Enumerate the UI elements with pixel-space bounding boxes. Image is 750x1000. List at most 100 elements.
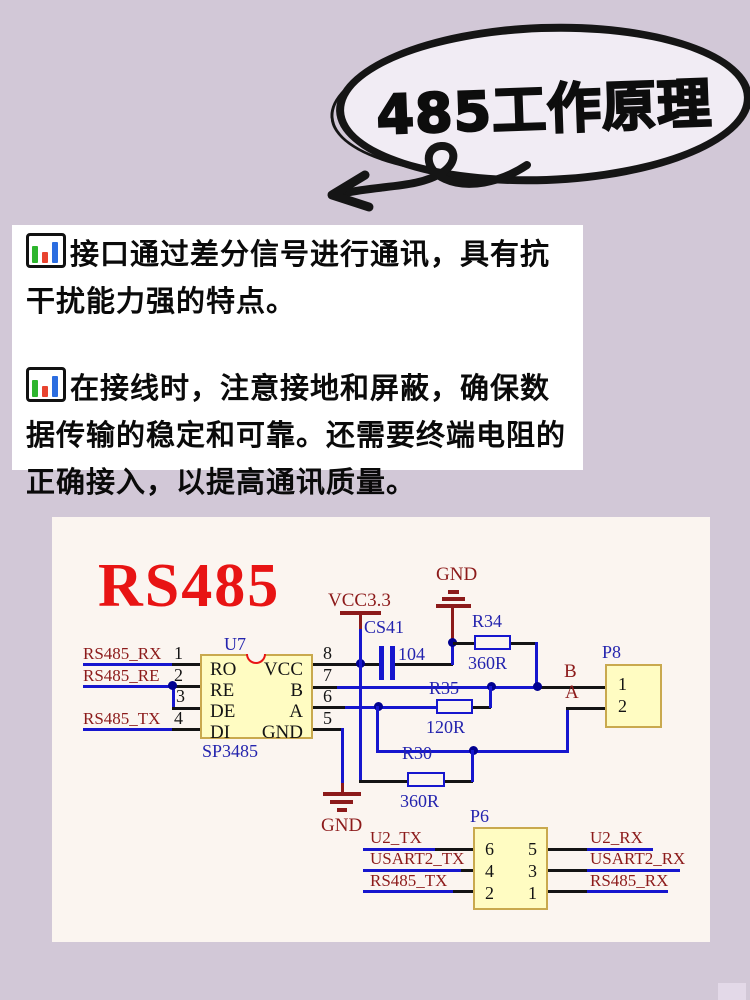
wire-segment	[83, 728, 172, 731]
net-label-usart2-tx: USART2_TX	[370, 849, 465, 868]
capacitor-plate	[390, 646, 395, 680]
notes-panel: 接口通过差分信号进行通讯，具有抗干扰能力强的特点。 在接线时，注意接地和屏蔽，确…	[12, 225, 583, 499]
resistor-value: 360R	[400, 791, 440, 811]
bar-chart-icon	[26, 367, 66, 402]
wire-segment	[313, 663, 381, 666]
chip-body: RO RE DE DI VCC B A GND	[200, 654, 313, 743]
connector-pin-number: 5	[528, 839, 537, 859]
connector-ref: P6	[470, 806, 490, 826]
wire-segment	[461, 869, 473, 872]
vcc-power-bar-icon	[340, 611, 381, 615]
net-label-rs485-tx-p6: RS485_TX	[370, 871, 448, 890]
arrow-icon	[327, 142, 531, 212]
wire-segment	[337, 686, 537, 689]
ground-symbol-icon	[442, 597, 465, 601]
net-label-rs485-re: RS485_RE	[83, 666, 160, 685]
net-label-rs485-rx: RS485_RX	[83, 644, 162, 663]
vcc-net-label: VCC3.3	[328, 590, 391, 611]
wire-segment	[341, 728, 344, 785]
wire-segment	[566, 707, 605, 710]
schematic-title: RS485	[98, 552, 281, 620]
wire-segment	[473, 706, 491, 709]
wire-segment	[548, 890, 587, 893]
wire-segment	[453, 890, 473, 893]
wire-segment	[172, 707, 200, 710]
capacitor-plate	[379, 646, 384, 680]
wire-segment	[172, 685, 175, 709]
wire-segment	[376, 706, 379, 752]
wire-segment	[566, 707, 569, 752]
wire-segment	[445, 780, 473, 783]
junction-dot	[168, 681, 177, 690]
watermark-remnant	[718, 983, 746, 1000]
chip-pin-number: 6	[323, 686, 332, 706]
connector-ref: P8	[602, 642, 622, 662]
chip-pin-number: 2	[174, 665, 183, 685]
resistor-ref: R30	[402, 743, 433, 763]
chip-pin-number: 8	[323, 643, 332, 663]
chip-pin-number: 3	[176, 686, 185, 706]
chip-pin-name: VCC	[263, 659, 303, 680]
chip-pin-name: RO	[210, 659, 237, 680]
note-text: 在接线时，注意接地和屏蔽，确保数据传输的稳定和可靠。还需要终端电阻的正确接入，以…	[26, 371, 567, 499]
resistor-body	[407, 772, 445, 787]
resistor-value: 120R	[426, 717, 466, 737]
ground-symbol-icon	[330, 800, 353, 804]
note-paragraph: 接口通过差分信号进行通讯，具有抗干扰能力强的特点。	[26, 231, 573, 325]
chip-pin-number: 1	[174, 643, 183, 663]
wire-segment	[548, 848, 587, 851]
chip-pin-name: DI	[210, 722, 231, 743]
wire-segment	[451, 607, 454, 640]
connector-pin-number: 1	[528, 883, 537, 903]
resistor-value: 360R	[468, 653, 508, 673]
net-label-rs485-rx-p6: RS485_RX	[590, 871, 669, 890]
wire-segment	[172, 663, 200, 666]
wire-segment	[83, 685, 172, 688]
wire-segment	[453, 642, 474, 645]
connector-pin-number: 3	[528, 861, 537, 881]
bar-chart-icon	[26, 233, 66, 268]
chip-pin-name: RE	[210, 680, 235, 701]
chip-pin-number: 4	[174, 708, 183, 728]
chip-ref: U7	[224, 634, 246, 654]
wire-segment	[359, 629, 362, 782]
wire-segment	[435, 848, 473, 851]
junction-dot	[448, 638, 457, 647]
net-label-a: A	[565, 682, 579, 703]
wire-segment	[548, 869, 587, 872]
wire-segment	[172, 685, 200, 688]
connector-pin-number: 4	[485, 861, 494, 881]
wire-segment	[471, 750, 474, 782]
wire-segment	[341, 783, 344, 793]
gnd-net-label: GND	[436, 564, 478, 585]
connector-pin-number: 6	[485, 839, 494, 859]
wire-segment	[537, 686, 605, 689]
note-text: 接口通过差分信号进行通讯，具有抗干扰能力强的特点。	[26, 237, 551, 318]
resistor-body	[436, 699, 473, 714]
wire-segment	[535, 642, 538, 688]
resistor-body	[474, 635, 511, 650]
chip-pin-name: B	[290, 680, 303, 701]
wire-segment	[489, 686, 492, 708]
connector-pin-number: 2	[618, 696, 627, 716]
wire-segment	[313, 686, 339, 689]
chip-pin-name: GND	[261, 722, 303, 743]
chip-pin-number: 5	[323, 708, 332, 728]
wire-segment	[587, 869, 680, 872]
junction-dot	[533, 682, 542, 691]
wire-segment	[363, 869, 463, 872]
net-label-b: B	[564, 661, 577, 682]
note-paragraph: 在接线时，注意接地和屏蔽，确保数据传输的稳定和可靠。还需要终端电阻的正确接入，以…	[26, 365, 573, 506]
connector-pin-number: 2	[485, 883, 494, 903]
wire-segment	[313, 728, 344, 731]
wire-segment	[83, 663, 172, 666]
net-label-usart2-rx: USART2_RX	[590, 849, 686, 868]
wire-segment	[345, 706, 436, 709]
net-label-u2-tx: U2_TX	[370, 828, 422, 847]
chip-pin-name: A	[289, 701, 303, 722]
gnd-net-label: GND	[321, 815, 363, 836]
wire-segment	[172, 728, 200, 731]
wire-segment	[395, 663, 453, 666]
resistor-ref: R34	[472, 611, 503, 631]
resistor-ref: R35	[429, 678, 460, 698]
